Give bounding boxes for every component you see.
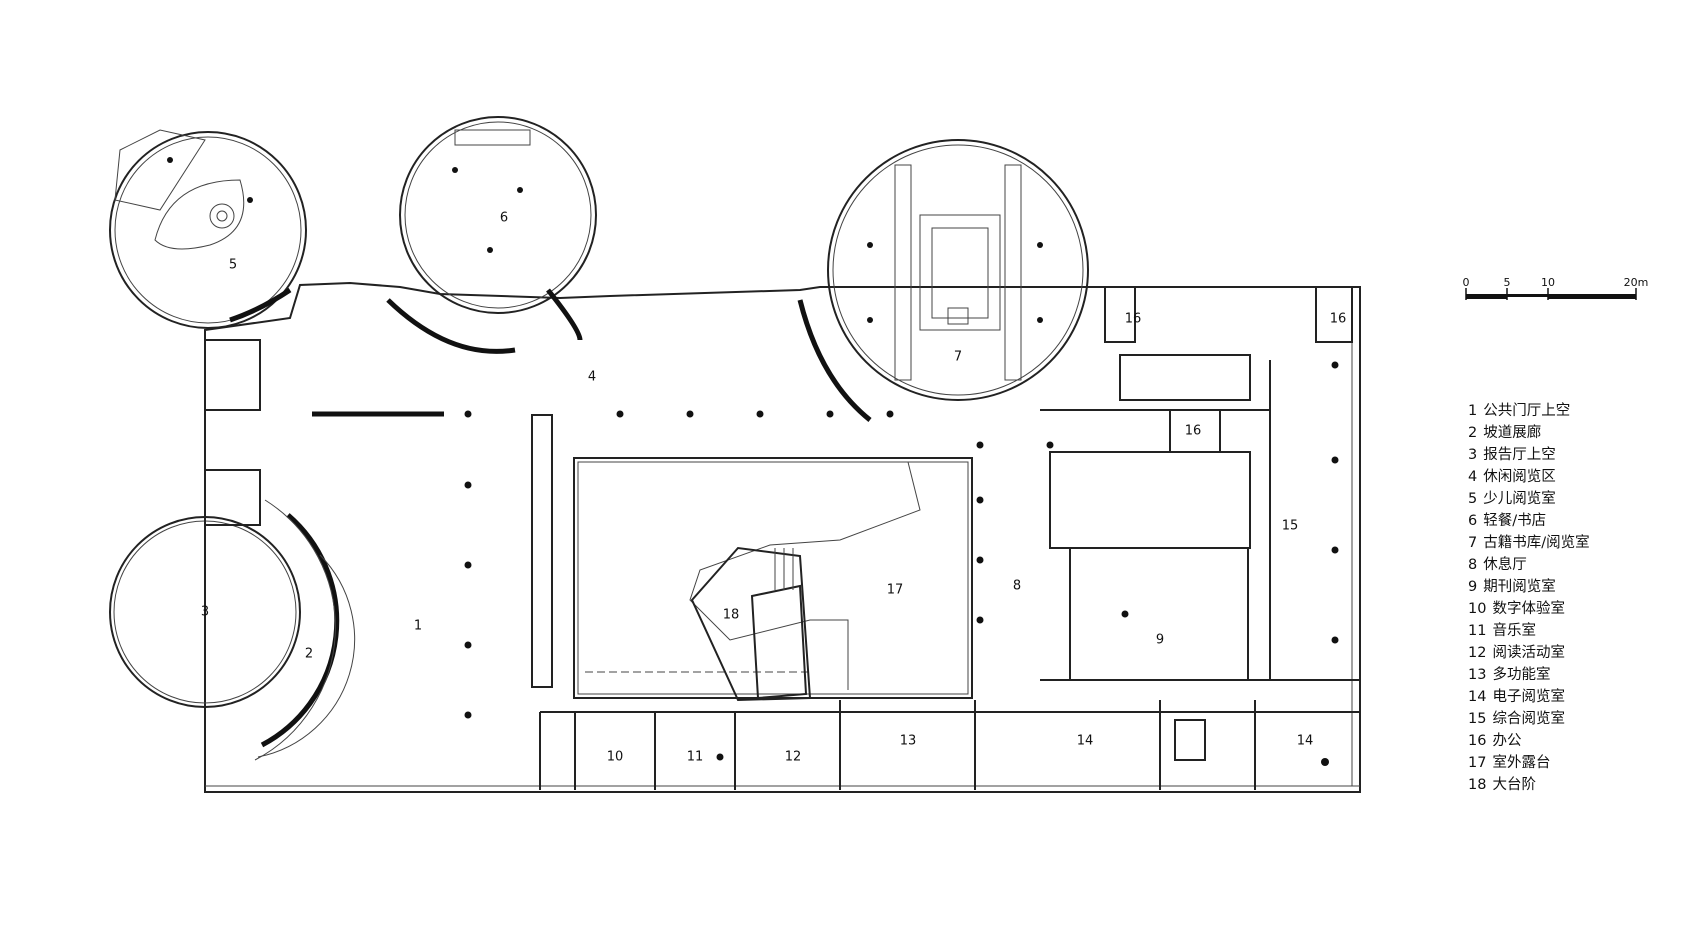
legend-num: 18 (1468, 777, 1487, 793)
legend-item: 6 轻餐/书店 (1468, 510, 1688, 532)
room-label-6: 6 (500, 211, 508, 226)
legend-num: 16 (1468, 733, 1487, 749)
room-label-10: 10 (607, 750, 624, 765)
room-label-5: 5 (229, 258, 237, 273)
legend-num: 14 (1468, 689, 1487, 705)
legend-item: 1 公共门厅上空 (1468, 400, 1688, 422)
legend-text: 期刊阅览室 (1483, 579, 1556, 595)
legend-text: 休闲阅览区 (1483, 469, 1556, 485)
legend-item: 9 期刊阅览室 (1468, 576, 1688, 598)
room-label-8: 8 (1013, 579, 1021, 594)
columns (167, 157, 1339, 766)
room-label-16b: 16 (1330, 312, 1347, 327)
legend-text: 古籍书库/阅览室 (1483, 535, 1590, 551)
legend-item: 11 音乐室 (1468, 620, 1688, 642)
room-label-16a: 16 (1125, 312, 1142, 327)
room-label-7: 7 (954, 350, 962, 365)
legend-text: 音乐室 (1492, 623, 1536, 639)
room-label-14a: 14 (1077, 734, 1094, 749)
room-label-13: 13 (900, 734, 917, 749)
legend-num: 2 (1468, 425, 1478, 441)
room-label-18: 18 (723, 608, 740, 623)
legend-num: 11 (1468, 623, 1487, 639)
legend-num: 15 (1468, 711, 1487, 727)
room-label-1: 1 (414, 619, 422, 634)
room-label-14b: 14 (1297, 734, 1314, 749)
big-stair-18 (690, 546, 812, 702)
legend-item: 3 报告厅上空 (1468, 444, 1688, 466)
legend-text: 坡道展廊 (1483, 425, 1542, 441)
legend-text: 公共门厅上空 (1483, 403, 1571, 419)
legend-text: 办公 (1492, 733, 1522, 749)
legend-num: 1 (1468, 403, 1478, 419)
scale-label-5: 5 (1504, 276, 1511, 289)
legend-item: 2 坡道展廊 (1468, 422, 1688, 444)
room-label-11: 11 (687, 750, 704, 765)
room-label-9: 9 (1156, 633, 1164, 648)
legend-item: 12 阅读活动室 (1468, 642, 1688, 664)
legend-num: 4 (1468, 469, 1478, 485)
legend-num: 6 (1468, 513, 1478, 529)
room-label-16c: 16 (1185, 424, 1202, 439)
room-label-12: 12 (785, 750, 802, 765)
scale-label-20m: 20m (1624, 276, 1649, 289)
legend-item: 15 综合阅览室 (1468, 708, 1688, 730)
legend-item: 14 电子阅览室 (1468, 686, 1688, 708)
legend-num: 7 (1468, 535, 1478, 551)
legend-num: 9 (1468, 579, 1478, 595)
scale-bar: 0 5 10 20m (1463, 276, 1649, 300)
legend-item: 17 室外露台 (1468, 752, 1688, 774)
legend-text: 数字体验室 (1492, 601, 1565, 617)
room-label-4: 4 (588, 370, 596, 385)
circle-room-5 (109, 129, 307, 329)
legend-num: 13 (1468, 667, 1487, 683)
east-wing (1040, 286, 1360, 681)
legend-text: 综合阅览室 (1492, 711, 1565, 727)
scale-label-0: 0 (1463, 276, 1470, 289)
legend-text: 大台阶 (1492, 777, 1536, 793)
legend-item: 8 休息厅 (1468, 554, 1688, 576)
room-label-17: 17 (887, 583, 904, 598)
room-label-15: 15 (1282, 519, 1299, 534)
room-legend: 1 公共门厅上空 2 坡道展廊 3 报告厅上空 4 休闲阅览区 5 少儿阅览室 6 轻餐/书… (1468, 400, 1688, 796)
legend-item: 5 少儿阅览室 (1468, 488, 1688, 510)
legend-text: 多功能室 (1492, 667, 1551, 683)
legend-num: 12 (1468, 645, 1487, 661)
legend-num: 5 (1468, 491, 1478, 507)
building-outline (204, 281, 1361, 793)
ramp-gallery (254, 499, 356, 761)
legend-num: 3 (1468, 447, 1478, 463)
circle-room-7 (827, 139, 1089, 401)
legend-num: 8 (1468, 557, 1478, 573)
legend-item: 18 大台阶 (1468, 774, 1688, 796)
room-label-2: 2 (305, 647, 313, 662)
room-label-3: 3 (201, 605, 209, 620)
legend-text: 室外露台 (1492, 755, 1551, 771)
circle-room-6 (399, 116, 597, 314)
legend-text: 报告厅上空 (1483, 447, 1556, 463)
legend-item: 4 休闲阅览区 (1468, 466, 1688, 488)
legend-num: 10 (1468, 601, 1487, 617)
legend-text: 阅读活动室 (1492, 645, 1565, 661)
legend-text: 轻餐/书店 (1483, 513, 1547, 529)
legend-text: 少儿阅览室 (1483, 491, 1556, 507)
legend-text: 休息厅 (1483, 557, 1527, 573)
scale-label-10: 10 (1541, 276, 1555, 289)
terrace-17 (531, 414, 973, 699)
legend-num: 17 (1468, 755, 1487, 771)
legend-item: 10 数字体验室 (1468, 598, 1688, 620)
legend-item: 13 多功能室 (1468, 664, 1688, 686)
curved-walls (229, 287, 872, 422)
legend-item: 7 古籍书库/阅览室 (1468, 532, 1688, 554)
room-labels: 1 2 3 4 5 6 7 8 9 10 11 12 13 14 14 15 1… (201, 211, 1346, 765)
legend-text: 电子阅览室 (1492, 689, 1565, 705)
south-rooms (204, 339, 1360, 790)
legend-item: 16 办公 (1468, 730, 1688, 752)
